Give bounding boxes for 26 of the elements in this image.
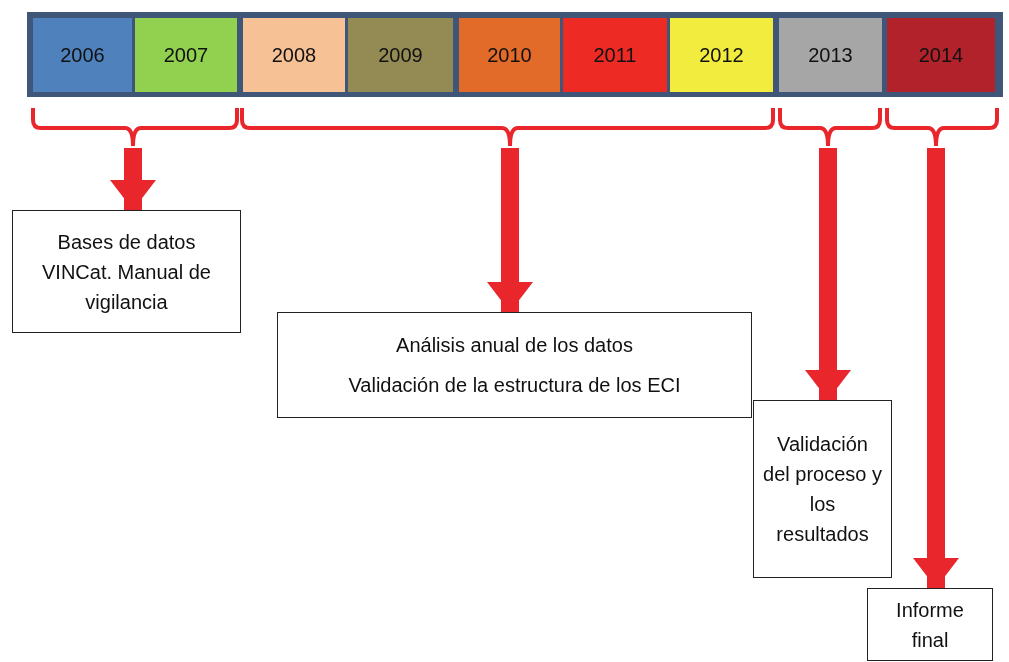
year-cell: 2010 <box>459 18 560 92</box>
arrow <box>805 148 851 400</box>
box-text: Informe final <box>895 597 965 653</box>
arrow <box>487 148 533 312</box>
text-box <box>867 588 993 661</box>
arrow <box>913 148 959 588</box>
box-text: Análisis anual de los datos <box>396 333 633 358</box>
curly-bracket <box>778 106 882 148</box>
box-text: Validación del proceso y los resultados <box>762 432 883 547</box>
year-cell: 2012 <box>670 18 773 92</box>
curly-bracket <box>31 106 239 148</box>
text-box <box>277 312 752 418</box>
box-text: Validación de la estructura de los ECI <box>348 373 681 398</box>
year-cell: 2008 <box>243 18 345 92</box>
curly-bracket <box>885 106 999 148</box>
year-cell: 2007 <box>135 18 237 92</box>
year-cell: 2006 <box>33 18 132 92</box>
text-box <box>753 400 892 578</box>
year-cell: 2009 <box>348 18 453 92</box>
box-text: Bases de datos VINCat. Manual de vigilancia <box>41 229 212 315</box>
year-cell: 2011 <box>563 18 667 92</box>
curly-bracket <box>240 106 775 148</box>
text-box <box>12 210 241 333</box>
arrow <box>110 148 156 210</box>
year-cell: 2013 <box>779 18 882 92</box>
year-cell: 2014 <box>887 18 995 92</box>
